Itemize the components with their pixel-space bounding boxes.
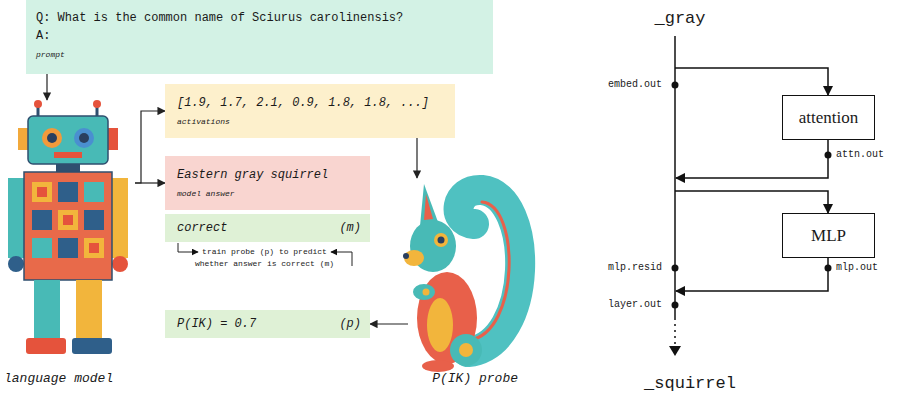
prompt-box: Q: What is the common name of Sciurus ca… — [26, 0, 493, 74]
flow-arrow — [46, 74, 47, 100]
box-caption: model answer — [177, 189, 358, 199]
mlp-block: MLP — [782, 213, 875, 258]
token-label: _gray — [640, 8, 720, 30]
hook-label: embed.out — [560, 78, 662, 92]
box-text: [1.9, 1.7, 2.1, 0.9, 1.8, 1.8, ...] — [177, 94, 443, 112]
flow-arrow — [416, 138, 417, 178]
hook-label: layer.out — [560, 298, 662, 312]
robot-illustration — [8, 100, 128, 354]
box-text: correct — [177, 220, 227, 236]
residual-stream-wiring — [675, 36, 828, 344]
variable-tag: (p) — [339, 316, 361, 332]
hook-label: mlp.out — [836, 261, 902, 275]
model-figure: language model — [0, 100, 135, 392]
answer-box: Eastern gray squirrel model answer — [165, 156, 370, 210]
probe-figure: P(IK) probe — [408, 178, 520, 392]
correctness-box: correct (m) — [165, 214, 370, 242]
hook-label: attn.out — [836, 148, 902, 162]
box-caption: prompt — [36, 50, 483, 60]
token-label: _squirrel — [630, 373, 750, 395]
block-title: attention — [799, 108, 858, 128]
flow-arrow — [135, 182, 165, 183]
flow-arrow — [135, 111, 165, 183]
box-caption: activations — [177, 117, 443, 127]
figure-label: P(IK) probe — [432, 371, 518, 387]
block-title: MLP — [811, 226, 846, 246]
variable-tag: (m) — [339, 220, 361, 236]
prompt-line: A: — [36, 27, 483, 45]
annotation-note: train probe (p) to predict whether answe… — [192, 246, 337, 270]
probe-output-box: P(IK) = 0.7 (p) — [165, 310, 370, 338]
figure-label: language model — [4, 371, 113, 387]
box-text: Eastern gray squirrel — [177, 166, 358, 184]
flow-arrow — [370, 323, 408, 324]
stream-arrowhead — [669, 346, 681, 356]
squirrel-illustration — [403, 184, 520, 372]
hook-label: mlp.resid — [560, 261, 662, 275]
activations-box: [1.9, 1.7, 2.1, 0.9, 1.8, 1.8, ...] activ… — [165, 84, 455, 138]
box-text: P(IK) = 0.7 — [177, 316, 256, 332]
prompt-line: Q: What is the common name of Sciurus ca… — [36, 9, 483, 27]
attention-block: attention — [782, 95, 875, 140]
